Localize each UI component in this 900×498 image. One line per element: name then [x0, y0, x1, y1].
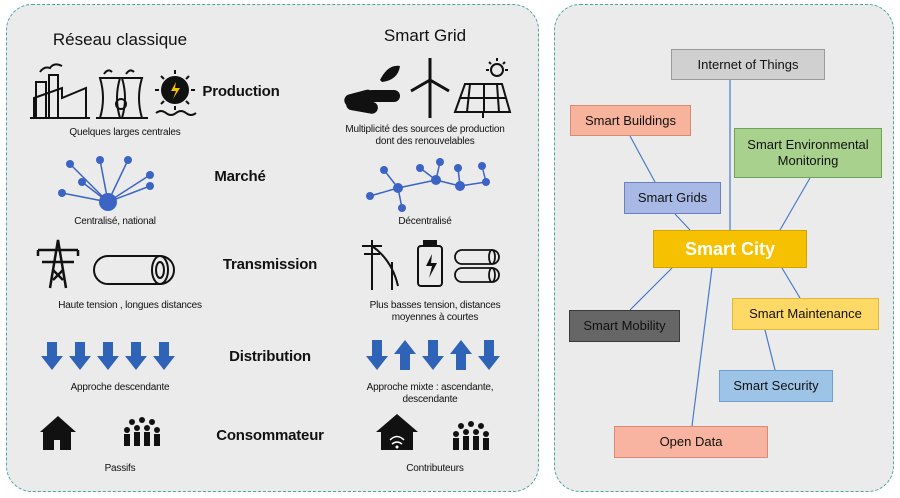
- people-group-icon: [453, 421, 489, 450]
- power-pylon-icon: [36, 239, 80, 289]
- solar-panel-icon: [453, 58, 512, 118]
- utility-pole-icon: [362, 240, 399, 290]
- battery-icon: [417, 240, 443, 287]
- caption-classic-consommateur: Passifs: [104, 463, 136, 474]
- cables-icon: [454, 249, 500, 283]
- sun-energy-icon: [155, 70, 197, 116]
- biomass-icon: [344, 65, 400, 114]
- mixed-arrows-icon: [366, 340, 500, 370]
- wind-turbine-icon: [410, 58, 450, 118]
- row-label-consommateur: Consommateur: [216, 427, 324, 444]
- row-label-distribution: Distribution: [229, 348, 311, 365]
- factory-icon: [30, 63, 90, 119]
- row-label-transmission: Transmission: [222, 256, 318, 273]
- node-smart-security: Smart Security: [719, 370, 833, 402]
- caption-smart-production: Multiplicité des sources de production d…: [345, 124, 505, 147]
- node-internet-of-things: Internet of Things: [671, 49, 825, 80]
- node-smart-buildings: Smart Buildings: [570, 105, 691, 136]
- caption-smart-distribution: Approche mixte : ascendante, descendante: [366, 382, 494, 405]
- pipe-icon: [93, 255, 175, 285]
- caption-smart-transmission: Plus basses tension, distances moyennes …: [369, 300, 501, 323]
- smart-home-icon: [376, 414, 418, 450]
- row-label-production: Production: [202, 83, 280, 100]
- caption-classic-transmission: Haute tension , longues distances: [58, 300, 202, 311]
- node-open-data: Open Data: [614, 426, 768, 458]
- caption-smart-marche: Décentralisé: [398, 216, 452, 227]
- grid-icons: [30, 58, 512, 450]
- caption-smart-consommateur: Contributeurs: [406, 463, 464, 474]
- caption-classic-distribution: Approche descendante: [70, 382, 170, 393]
- smart-grid-title: Smart Grid: [383, 26, 467, 45]
- people-group-icon: [124, 417, 160, 446]
- classic-grid-title: Réseau classique: [52, 30, 188, 49]
- node-smart-city: Smart City: [653, 230, 807, 268]
- node-smart-grids: Smart Grids: [624, 182, 721, 214]
- decentralized-network-icon: [366, 158, 490, 212]
- cooling-tower-icon: [96, 69, 148, 119]
- grid-comparison-panel: [6, 4, 539, 492]
- caption-classic-marche: Centralisé, national: [74, 216, 156, 227]
- caption-classic-production: Quelques larges centrales: [69, 127, 181, 138]
- centralized-network-icon: [58, 156, 154, 211]
- down-arrows-icon: [41, 342, 175, 370]
- node-smart-mobility: Smart Mobility: [569, 310, 680, 342]
- row-label-marche: Marché: [214, 168, 266, 185]
- house-icon: [40, 416, 76, 450]
- node-smart-environmental-monitoring: Smart Environmental Monitoring: [734, 128, 882, 178]
- node-smart-maintenance: Smart Maintenance: [732, 298, 879, 330]
